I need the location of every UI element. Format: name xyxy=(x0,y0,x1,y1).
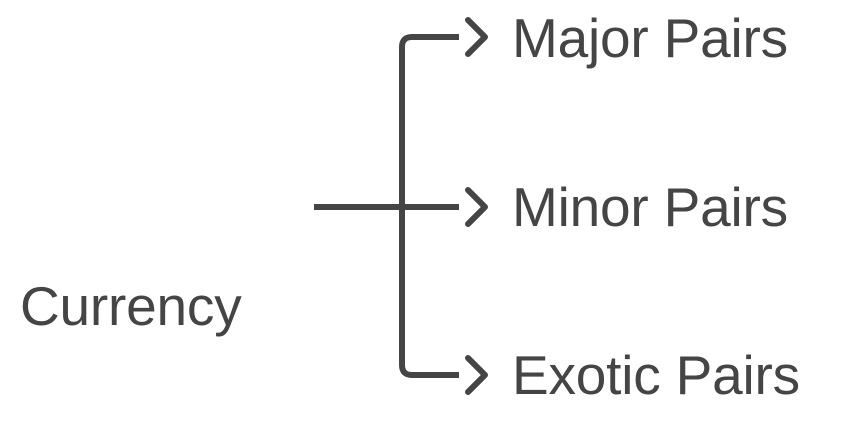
branch-label-minor-pairs: Minor Pairs xyxy=(512,176,788,238)
arrowhead-minor-icon xyxy=(465,187,488,227)
arrowhead-exotic-icon xyxy=(465,355,488,395)
arrowhead-major-icon xyxy=(465,17,488,57)
branch-label-major-pairs: Major Pairs xyxy=(512,7,788,69)
root-node-line-1: Currency xyxy=(20,275,242,337)
branch-label-exotic-pairs: Exotic Pairs xyxy=(512,344,800,406)
root-node-label: Currency Pairs xyxy=(20,141,242,435)
